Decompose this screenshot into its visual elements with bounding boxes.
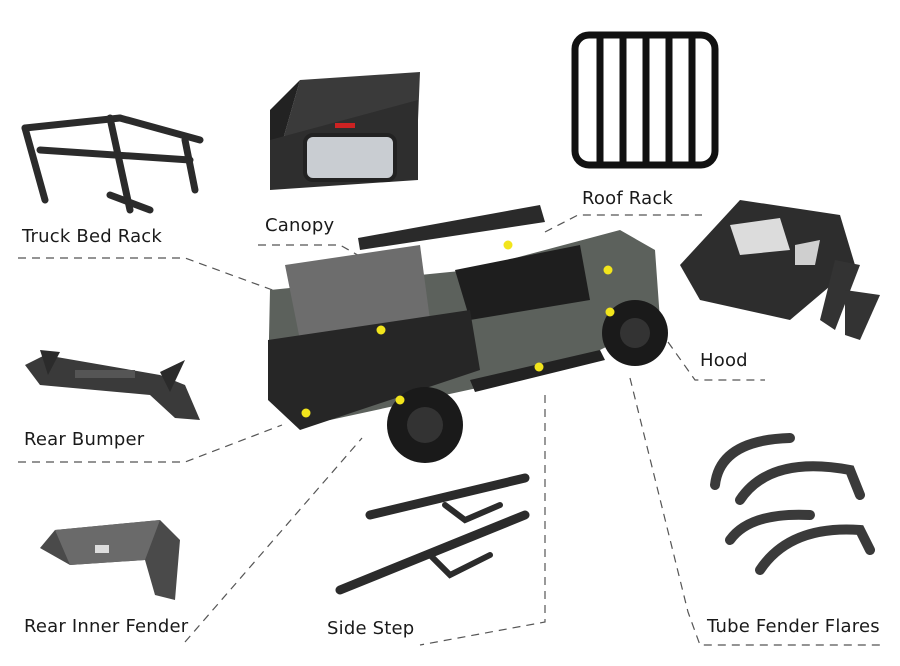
rear-inner-fender-image bbox=[40, 520, 180, 600]
marker-fender-flare[interactable] bbox=[605, 307, 615, 317]
label-rear-inner-fender: Rear Inner Fender bbox=[24, 616, 189, 637]
truck-image bbox=[268, 205, 668, 463]
leader-truck-bed-rack bbox=[18, 257, 279, 293]
marker-inner-fender[interactable] bbox=[395, 395, 405, 405]
label-canopy: Canopy bbox=[265, 215, 335, 236]
marker-canopy[interactable] bbox=[376, 325, 386, 335]
leader-side-step bbox=[419, 395, 546, 646]
marker-roof-rack[interactable] bbox=[503, 240, 513, 250]
label-hood: Hood bbox=[700, 350, 748, 371]
tube-fender-flares-image bbox=[710, 433, 875, 575]
hood-image bbox=[680, 200, 880, 340]
label-side-step: Side Step bbox=[327, 618, 415, 639]
label-rear-bumper: Rear Bumper bbox=[24, 429, 145, 450]
leader-roof-rack bbox=[544, 214, 702, 233]
truck-bed-rack-image bbox=[21, 114, 204, 214]
rear-bumper-image bbox=[25, 350, 200, 420]
marker-side-step[interactable] bbox=[534, 362, 544, 372]
side-step-image bbox=[335, 473, 530, 595]
label-roof-rack: Roof Rack bbox=[582, 188, 674, 209]
label-tube-fender-flares: Tube Fender Flares bbox=[707, 616, 880, 637]
roof-rack-image bbox=[571, 31, 719, 169]
canopy-image bbox=[270, 72, 420, 190]
marker-rear-bumper[interactable] bbox=[301, 408, 311, 418]
marker-hood[interactable] bbox=[603, 265, 613, 275]
leader-hood bbox=[667, 341, 765, 381]
leader-rear-inner-fender bbox=[184, 437, 363, 643]
leader-tube-fender-flares bbox=[629, 377, 880, 646]
label-truck-bed-rack: Truck Bed Rack bbox=[22, 226, 163, 247]
hotspot-markers bbox=[301, 240, 615, 418]
